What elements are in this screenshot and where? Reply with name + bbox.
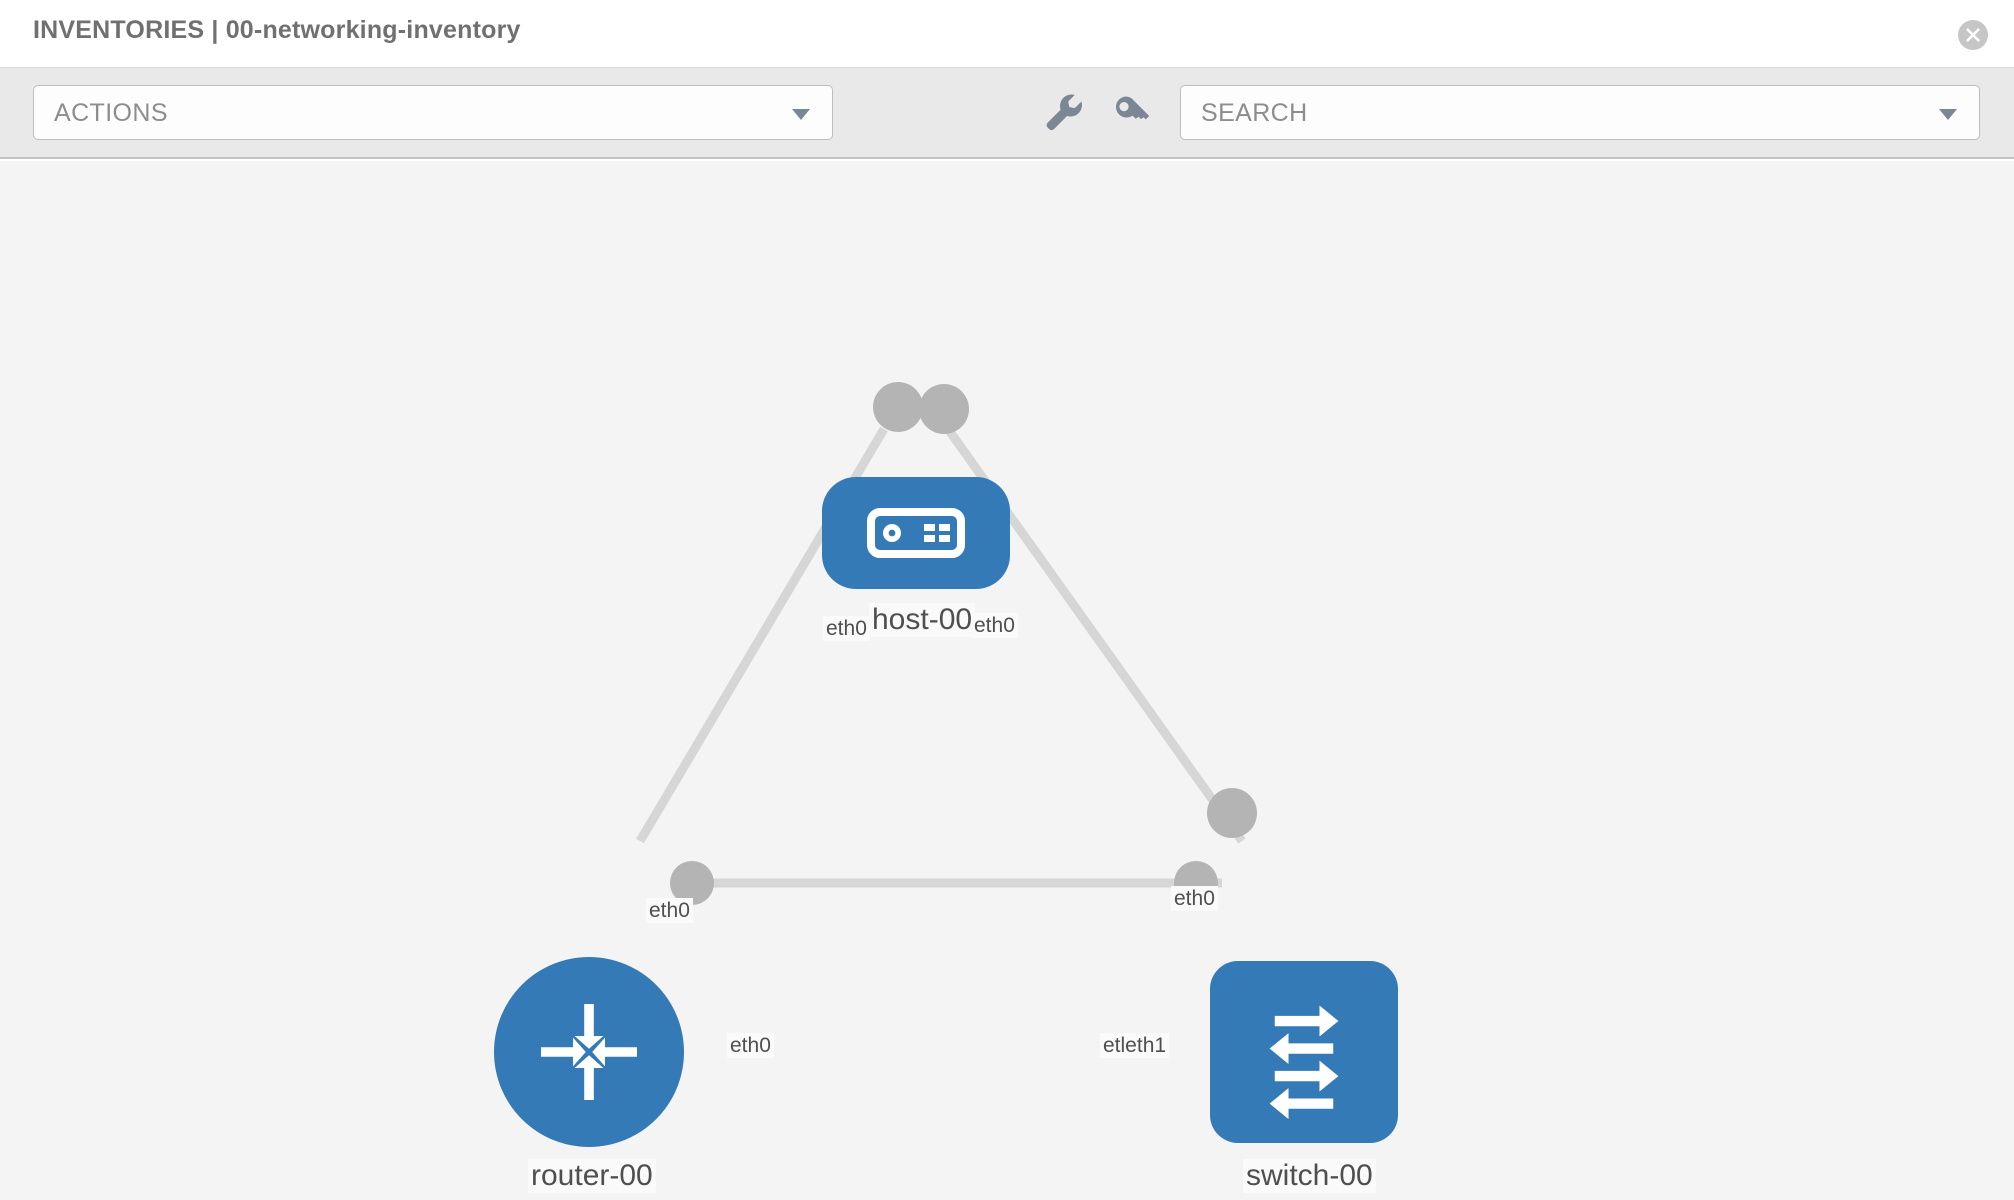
- node-router-00[interactable]: [494, 957, 684, 1147]
- actions-dropdown-label: ACTIONS: [54, 99, 168, 127]
- topology-graph: [494, 382, 1398, 1147]
- chevron-down-icon[interactable]: [1939, 109, 1957, 120]
- topology-ports: [670, 382, 1257, 905]
- node-switch-00[interactable]: [1210, 961, 1398, 1143]
- node-label-switch-00: switch-00: [1243, 1159, 1376, 1193]
- interface-label: eth0: [646, 898, 693, 923]
- wrench-icon[interactable]: [1040, 88, 1086, 134]
- port-switch00-eth0[interactable]: [1207, 788, 1257, 838]
- port-router00-eth0[interactable]: [670, 861, 714, 905]
- interface-label: eth0: [823, 616, 870, 641]
- close-icon[interactable]: [1958, 20, 1988, 50]
- interface-label: eth0: [971, 613, 1018, 638]
- page-title: INVENTORIES | 00-networking-inventory: [33, 16, 521, 44]
- chevron-down-icon: [792, 109, 810, 120]
- port-host00-eth0-right[interactable]: [919, 384, 969, 434]
- node-label-router-00: router-00: [528, 1159, 656, 1193]
- key-icon[interactable]: [1110, 88, 1156, 134]
- actions-dropdown[interactable]: ACTIONS: [33, 85, 833, 140]
- interface-label: etleth1: [1100, 1033, 1170, 1058]
- node-label-host-00: host-00: [869, 603, 976, 637]
- topology-canvas[interactable]: eth0 host-00 eth0 eth0 eth0 eth0 etleth1…: [0, 161, 2014, 1200]
- search-input[interactable]: SEARCH: [1180, 85, 1980, 140]
- port-host00-eth0-left[interactable]: [873, 382, 923, 432]
- interface-label: eth0: [1171, 886, 1218, 911]
- search-placeholder: SEARCH: [1201, 99, 1308, 127]
- node-host-00[interactable]: [822, 477, 1010, 589]
- page-header: INVENTORIES | 00-networking-inventory: [0, 0, 2014, 68]
- interface-label: eth0: [727, 1033, 774, 1058]
